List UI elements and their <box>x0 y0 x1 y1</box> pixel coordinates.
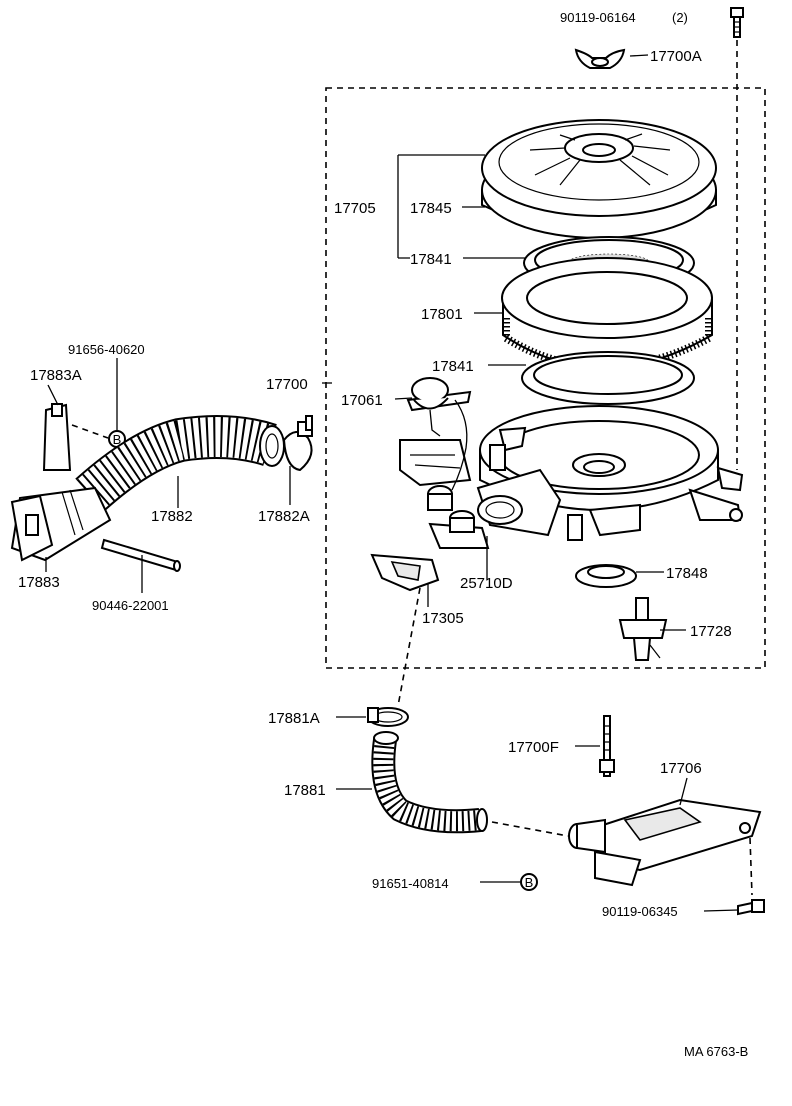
label-90119-06345: 90119-06345 <box>602 904 678 919</box>
label-17700: 17700 <box>266 376 308 393</box>
leader-lines <box>45 54 739 912</box>
label-17706: 17706 <box>660 760 702 777</box>
bolt-90119-06345 <box>737 899 765 916</box>
label-91651-40814: 91651-40814 <box>372 876 449 891</box>
label-17882A: 17882A <box>258 508 310 525</box>
sensor-17728 <box>618 597 668 661</box>
intake-hose-17882 <box>75 414 285 512</box>
clamp-17882A <box>282 415 313 472</box>
filter-element-17801 <box>501 257 713 371</box>
label-17845: 17845 <box>410 200 452 217</box>
bolt-90119-06164 <box>730 7 744 38</box>
label-17305: 17305 <box>422 610 464 627</box>
label-17700A: 17700A <box>650 48 702 65</box>
label-17883A: 17883A <box>30 367 82 384</box>
valve-17061 <box>406 377 472 491</box>
label-17061: 17061 <box>341 392 383 409</box>
label-17841-bottom: 17841 <box>432 358 474 375</box>
duct-17706 <box>568 798 762 887</box>
label-90446-22001: 90446-22001 <box>92 598 169 613</box>
grommet-17848 <box>575 564 637 588</box>
sensor-25710D <box>428 510 490 549</box>
label-17883: 17883 <box>18 574 60 591</box>
label-17881: 17881 <box>284 782 326 799</box>
callout-b-left-letter: B <box>113 432 122 447</box>
label-90119-06164: 90119-06164 <box>560 10 636 25</box>
vacuum-motor-hose <box>427 485 453 511</box>
callout-b-bottom: B <box>520 873 538 891</box>
pin-90446-22001 <box>100 538 181 572</box>
gasket-17841-bottom <box>521 351 695 405</box>
hose-17881 <box>371 731 488 834</box>
clip-17883A <box>42 403 72 471</box>
air-duct-17883 <box>10 486 112 562</box>
clamp-17881A <box>367 707 409 727</box>
wing-nut-17700A <box>574 48 626 69</box>
assembly-boundary <box>325 87 766 669</box>
part-17305 <box>370 553 440 592</box>
label-91656-40620: 91656-40620 <box>68 342 145 357</box>
label-17882: 17882 <box>151 508 193 525</box>
callout-b-bottom-letter: B <box>525 875 534 890</box>
label-17728: 17728 <box>690 623 732 640</box>
air-cleaner-housing-17700 <box>399 405 744 541</box>
label-17841-top: 17841 <box>410 251 452 268</box>
label-17881A: 17881A <box>268 710 320 727</box>
label-17801: 17801 <box>421 306 463 323</box>
label-17848: 17848 <box>666 565 708 582</box>
stud-17700F <box>599 715 615 777</box>
label-17700F: 17700F <box>508 739 559 756</box>
diagram-code: MA 6763-B <box>684 1044 748 1059</box>
label-25710D: 25710D <box>460 575 513 592</box>
label-qty-2: (2) <box>672 10 688 25</box>
air-cleaner-cap-17845 <box>481 119 717 239</box>
label-17705: 17705 <box>334 200 376 217</box>
